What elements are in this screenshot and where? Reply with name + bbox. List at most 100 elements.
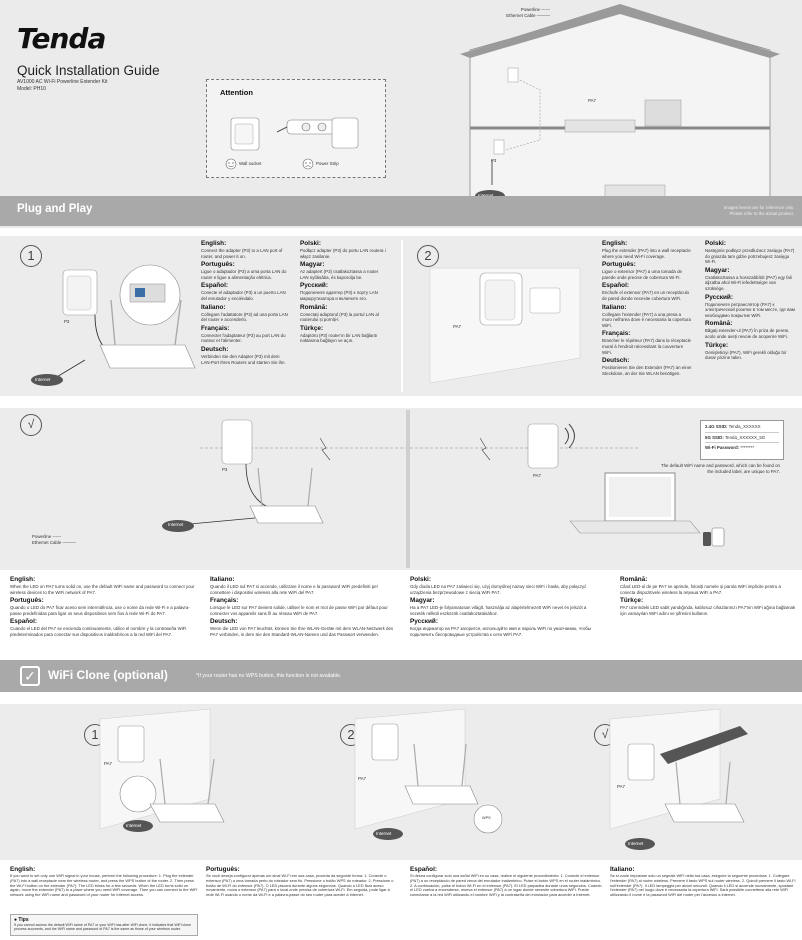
step2-number: 2 <box>417 245 439 267</box>
step2-device-label: PA7 <box>453 324 461 329</box>
clone-lang-1-text: Se você deseja configurar apenas um sina… <box>206 873 394 898</box>
result-legend: Powerline ------ Ethernet Cable ——— <box>32 534 76 545</box>
clone-lang-3-text: Se si vuole impostare solo un segnale Wi… <box>610 873 796 898</box>
wifi-clone-bar: ✓ WiFi Clone (optional) *If your router … <box>0 660 802 692</box>
result-pa7-label: PA7 <box>533 473 541 478</box>
step1-illustration <box>31 264 196 386</box>
info-icon: ● <box>14 917 18 923</box>
frown-face-icon <box>302 158 314 170</box>
disclaimer-line-2: Please refer to the actual product. <box>729 210 795 216</box>
clone-lang-2-name: Español: <box>410 866 437 873</box>
power-strip-device <box>276 117 359 149</box>
step1-lang-2: Español:Conecte el adaptador (P3) a un p… <box>201 282 286 301</box>
clone-scene-2 <box>354 708 503 840</box>
result-lang-7: Magyar:Ha a PA7 LED-je folyamatosan vilá… <box>410 597 587 616</box>
step1-number: 1 <box>20 245 42 267</box>
hero-legend: Powerline ------ Ethernet Cable ——— <box>460 7 550 18</box>
result-lang-4: Français:Lorsque le LED sur PA7 devient … <box>210 597 388 616</box>
clone-pa7-label-1: PA7 <box>104 761 112 766</box>
step2-lang-3: Italiano:Collegare l'extender (PA7) a un… <box>602 303 691 328</box>
clone-illustration <box>99 708 748 850</box>
guide-subtitle: AV1000 AC Wi-Fi Powerline Extender Kit <box>17 79 108 85</box>
hero-pa7-label: PA7 <box>588 98 596 103</box>
result-internet-label: Internet <box>168 522 184 527</box>
clone-internet-label-1: Internet <box>126 823 142 828</box>
clone-text-col-2: Português: Se você deseja configurar ape… <box>206 866 398 898</box>
house-illustration <box>460 4 780 211</box>
ethernet-line-icon: ——— <box>536 12 550 18</box>
result-legend-ethernet: Ethernet Cable <box>32 539 62 545</box>
step1-text-col-a: English:Connect the adapter (P3) to a LA… <box>201 240 289 365</box>
step1-lang-4: Français:Connecter l'adaptateur (P3) au … <box>201 324 286 344</box>
tips-title: ● Tips <box>14 917 29 923</box>
result-lang-8: Русский:Когда индикатор на PA7 загорится… <box>410 618 592 637</box>
wall-socket-device <box>230 117 260 151</box>
step1-lang-1: Português:Ligue o adaptador (P3) a uma p… <box>201 261 287 280</box>
plug-and-play-title: Plug and Play <box>17 203 93 215</box>
brand-logo: Tenda <box>17 22 106 55</box>
clone-pa7-label-2: PA7 <box>358 776 366 781</box>
clone-lang-1-name: Português: <box>206 866 240 873</box>
clone-scene-3 <box>609 708 748 850</box>
step2-lang-2: Español:Enchufe el extensor (PA7) en un … <box>602 282 690 301</box>
step2-lang-9: Română:Băgați extender-ul (PA7) în priza… <box>705 320 790 339</box>
attention-box: Attention Wall socket Power Strip <box>206 79 386 178</box>
clone-text-col-3: Español: Si desea configurar solo una se… <box>410 866 602 898</box>
result-lang-3: Italiano:Quando il LED sul PA7 si accend… <box>210 576 379 595</box>
step1-lang-0: English:Connect the adapter (P3) to a LA… <box>201 240 283 259</box>
wifi-clone-note: *If your router has no WPS button, this … <box>196 673 342 679</box>
clone-text-col-1: English: If you want to set only one WiF… <box>10 866 198 898</box>
wifi-label-card: 2.4G SSID: Tenda_XXXXXX 5G SSID: Tenda_X… <box>700 420 784 460</box>
disclaimer: Images herein are for reference only. Pl… <box>724 205 794 216</box>
step2-text-col-b: Polski:Następnie podłącz przedłużacz zas… <box>705 240 795 361</box>
result-lang-10: Türkçe:PA7 üzerindeki LED sabit yandığın… <box>620 597 796 616</box>
result-lang-6: Polski:Gdy dioda LED na PA7 zaświeci się… <box>410 576 587 595</box>
result-illustration <box>162 410 725 568</box>
wifi-password-row: Wi-Fi Password: ******** <box>705 445 755 451</box>
smile-face-icon <box>225 158 237 170</box>
plug-and-play-bar: Plug and Play Images herein are for refe… <box>0 196 802 226</box>
step1-lang-9: Română:Conectați adaptorul (P3) la portu… <box>300 303 379 323</box>
step1-lang-6: Polski:Podłącz adapter (P3) do portu LAN… <box>300 240 386 259</box>
step2-text-col-a: English:Plug the extender (PA7) into a w… <box>602 240 692 376</box>
clone-wps-label: WPS <box>482 816 491 820</box>
wifi-default-note: The default WiFi name and password, whic… <box>660 463 780 474</box>
result-lang-2: Español:Cuando el LED del PA7 se enciend… <box>10 618 187 637</box>
hero-internet-label: Internet <box>478 193 493 198</box>
step1-text-col-b: Polski:Podłącz adapter (P3) do portu LAN… <box>300 240 386 344</box>
attention-title: Attention <box>220 88 253 97</box>
step1-lang-3: Italiano:Collegare l'adattatore (P3) ad … <box>201 303 288 323</box>
power-strip-label: Power Strip <box>316 161 339 166</box>
step2-lang-1: Português:Ligue o extensor (PA7) a uma t… <box>602 261 682 280</box>
step2-lang-6: Polski:Następnie podłącz przedłużacz zas… <box>705 240 795 265</box>
legend-ethernet: Ethernet Cable <box>506 12 536 18</box>
clone-lang-0-name: English: <box>10 866 36 873</box>
result-lang-1: Português:Quando o LED do PA7 ficar aces… <box>10 597 190 616</box>
steps-divider <box>401 240 403 392</box>
clone-pa7-label-3: PA7 <box>617 784 625 789</box>
clone-internet-label-2: Internet <box>376 831 392 836</box>
step1-lang-8: Русский:Подключите адаптер (P3) к порту … <box>300 282 378 301</box>
clone-lang-0-text: If you want to set only one WiFi signal … <box>10 873 198 898</box>
result-text-col-1: English:When the LED on PA7 turns solid … <box>10 576 198 638</box>
result-legend-powerline: Powerline <box>32 534 52 539</box>
step2-lang-0: English:Plug the extender (PA7) into a w… <box>602 240 691 259</box>
result-lang-0: English:When the LED on PA7 turns solid … <box>10 576 195 595</box>
result-lang-5: Deutsch:Wenn die LED von PA7 leuchtet, k… <box>210 618 394 637</box>
checkbox-icon: ✓ <box>20 666 40 686</box>
model-number: Model: PH10 <box>17 86 46 92</box>
wall-socket-label: Wall socket <box>239 161 262 166</box>
legend-powerline: Powerline <box>520 7 540 12</box>
step1-internet-label: Internet <box>35 377 51 382</box>
result-text-col-4: Română:Când LED-ul de pe PA7 se aprinde,… <box>620 576 796 616</box>
step2-lang-7: Magyar:Csatlakoztassa a hosszabbítót (PA… <box>705 266 792 291</box>
step1-device-label: P3 <box>64 319 70 324</box>
clone-text-col-4: Italiano: Se si vuole impostare solo un … <box>610 866 798 898</box>
result-p3-label: P3 <box>222 467 228 472</box>
ssid-5-row: 5G SSID: Tenda_XXXXXX_5G <box>705 434 766 440</box>
result-lang-9: Română:Când LED-ul de pe PA7 se aprinde,… <box>620 576 781 595</box>
step1-lang-5: Deutsch:Verbinden Sie den Adapter (P3) m… <box>201 345 286 365</box>
ssid-24-row: 2.4G SSID: Tenda_XXXXXX <box>705 424 761 429</box>
clone-lang-3-name: Italiano: <box>610 866 635 873</box>
attention-illustration <box>225 117 359 170</box>
